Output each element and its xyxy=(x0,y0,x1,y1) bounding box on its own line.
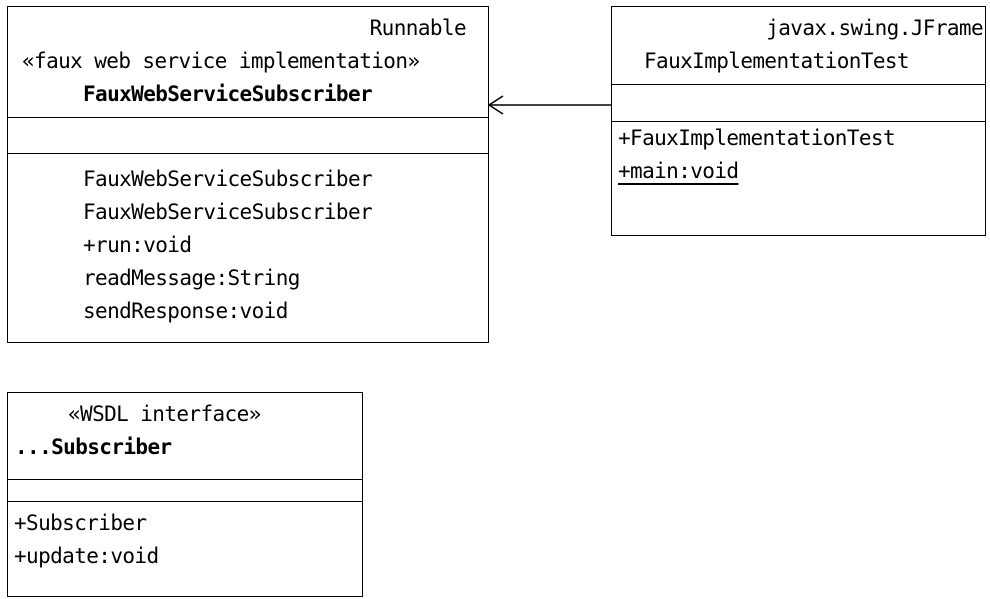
class-name: FauxWebServiceSubscriber xyxy=(83,82,373,106)
class-faux-implementation-test[interactable]: javax.swing.JFrame FauxImplementationTes… xyxy=(611,6,986,236)
operation-update: +update:void xyxy=(14,544,159,568)
operation-compartment xyxy=(612,121,985,122)
class-stereotype: «WSDL interface» xyxy=(68,402,261,426)
operation-read-message: readMessage:String xyxy=(83,266,300,290)
class-superclass-label: javax.swing.JFrame xyxy=(766,16,983,40)
operation-constructor: +Subscriber xyxy=(14,511,147,535)
operation-main-static: +main:void xyxy=(618,159,739,183)
operation-send-response: sendResponse:void xyxy=(83,299,288,323)
operation-compartment xyxy=(8,153,488,154)
class-stereotype: «faux web service implementation» xyxy=(22,49,420,73)
class-superclass-label: Runnable xyxy=(369,16,467,40)
operation-run: +run:void xyxy=(83,233,192,257)
class-name: ...Subscriber xyxy=(15,435,172,459)
operation-constructor-2: FauxWebServiceSubscriber xyxy=(83,200,373,224)
operation-constructor-1: FauxWebServiceSubscriber xyxy=(83,167,373,191)
class-faux-web-service-subscriber[interactable]: Runnable «faux web service implementatio… xyxy=(7,6,489,343)
attribute-compartment xyxy=(8,117,488,154)
class-name: FauxImplementationTest xyxy=(644,49,910,73)
attribute-compartment xyxy=(612,84,985,122)
open-arrowhead-icon xyxy=(487,95,504,115)
operation-constructor: +FauxImplementationTest xyxy=(618,126,896,150)
operation-compartment xyxy=(8,501,362,502)
class-wsdl-subscriber[interactable]: «WSDL interface» ...Subscriber +Subscrib… xyxy=(7,392,363,597)
attribute-compartment xyxy=(8,479,362,502)
